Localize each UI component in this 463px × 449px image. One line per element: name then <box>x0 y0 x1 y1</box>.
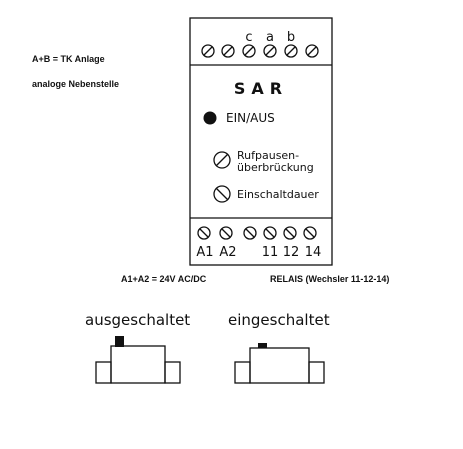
pot1-label-line2: überbrückung <box>237 161 314 174</box>
pot2-label: Einschaltdauer <box>237 188 319 201</box>
potentiometer-einschaltdauer <box>213 185 231 203</box>
switch-on-caption: eingeschaltet <box>228 311 330 329</box>
terminal-label-b: b <box>287 30 295 45</box>
terminal-label-14: 14 <box>305 245 322 260</box>
top-terminal-row <box>201 44 319 58</box>
terminal-a2-screw <box>219 226 233 240</box>
note-extension: analoge Nebenstelle <box>32 79 119 89</box>
terminal-label-a2: A2 <box>219 245 236 260</box>
terminal-label-a: a <box>266 30 274 45</box>
led-label: EIN/AUS <box>226 111 275 125</box>
bottom-terminal-screw <box>243 226 257 240</box>
terminal-c-screw <box>242 44 256 58</box>
terminal-label-c: c <box>245 30 252 45</box>
top-terminal-screw <box>201 44 215 58</box>
potentiometer-rufpausen <box>213 151 231 169</box>
switch-off-lever <box>115 336 124 347</box>
bottom-terminal-row <box>197 226 317 240</box>
terminal-a-screw <box>263 44 277 58</box>
switch-on-drawing <box>234 347 325 384</box>
terminal-label-11: 11 <box>262 245 279 260</box>
note-supply: A1+A2 = 24V AC/DC <box>121 274 207 284</box>
terminal-14-screw <box>303 226 317 240</box>
switch-on-lever <box>258 343 267 348</box>
status-led <box>203 111 217 125</box>
top-terminal-screw <box>221 44 235 58</box>
terminal-12-screw <box>283 226 297 240</box>
terminal-label-a1: A1 <box>196 245 213 260</box>
note-ab: A+B = TK Anlage <box>32 54 105 64</box>
note-relay: RELAIS (Wechsler 11-12-14) <box>270 274 389 284</box>
top-terminal-screw <box>305 44 319 58</box>
device-title: SAR <box>234 79 288 98</box>
pot1-label-line1: Rufpausen- <box>237 149 299 162</box>
device-housing <box>189 17 333 266</box>
switch-off-caption: ausgeschaltet <box>85 311 190 329</box>
terminal-label-12: 12 <box>283 245 300 260</box>
terminal-a1-screw <box>197 226 211 240</box>
switch-off-drawing <box>95 345 181 384</box>
terminal-b-screw <box>284 44 298 58</box>
terminal-11-screw <box>263 226 277 240</box>
